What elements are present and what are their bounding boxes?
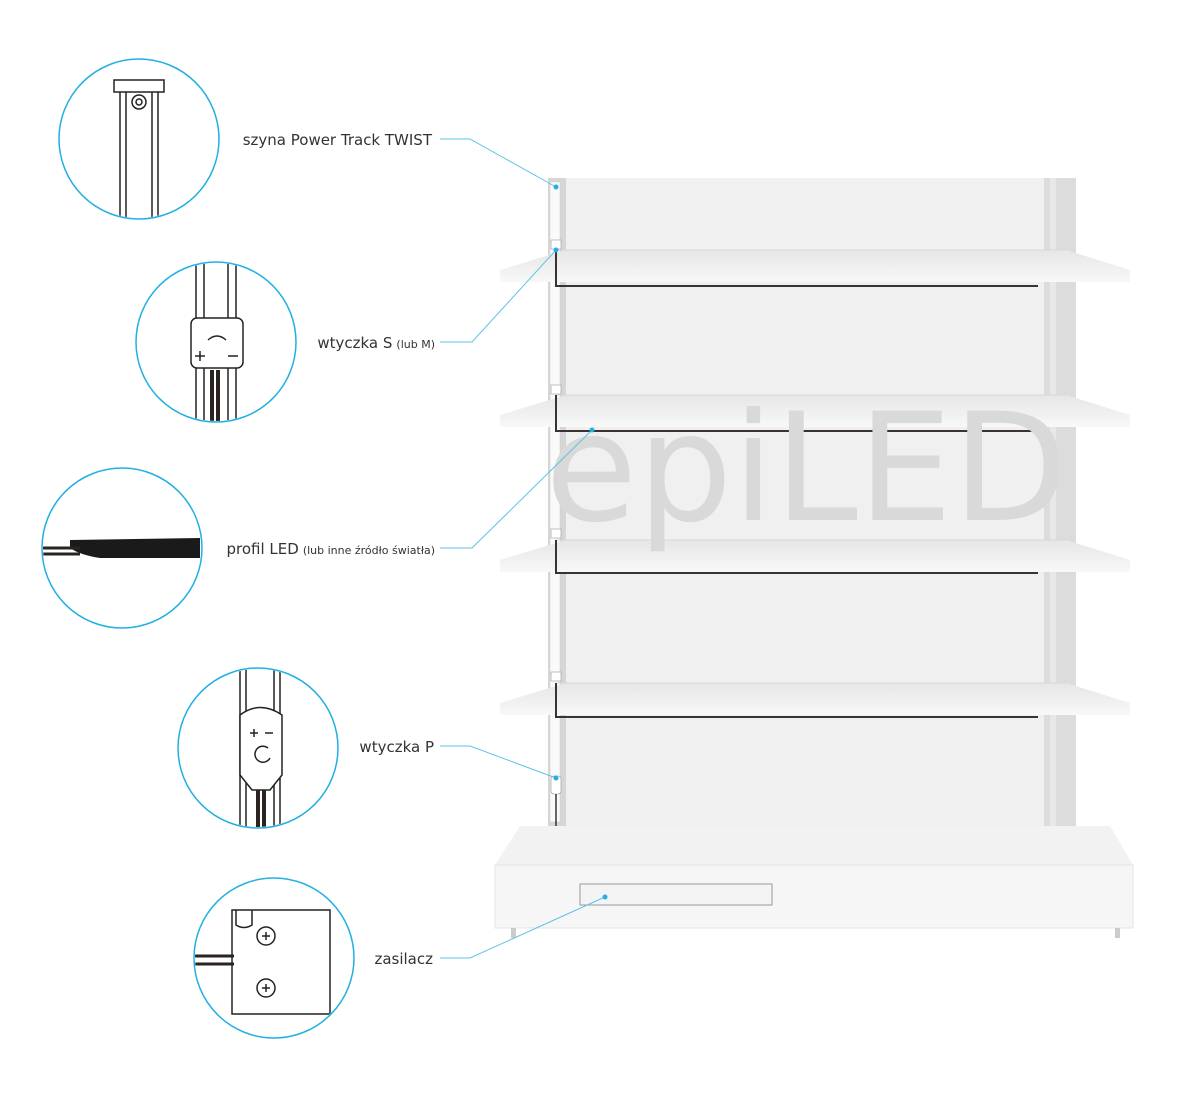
label-power-supply: zasilacz	[374, 950, 433, 968]
label-rail: szyna Power Track TWIST	[243, 131, 433, 149]
label-plug-s: wtyczka S(lub M)	[317, 334, 435, 352]
callout-lines	[440, 138, 606, 959]
detail-led-profile	[43, 538, 200, 558]
detail-rail-top	[113, 79, 165, 218]
detail-plug-s	[190, 263, 244, 421]
led-profiles	[555, 250, 1038, 718]
shelves	[500, 249, 1130, 715]
watermark-logo: epiLED	[545, 382, 1068, 556]
detail-power-supply	[195, 909, 331, 1015]
shelf-unit	[494, 178, 1134, 938]
detail-plug-p	[239, 669, 283, 827]
label-led-profile: profil LED(lub inne źródło światła)	[227, 540, 436, 558]
power-supply-box	[579, 883, 773, 906]
detail-circle-borders	[41, 58, 355, 1039]
label-plug-p: wtyczka P	[359, 738, 434, 756]
